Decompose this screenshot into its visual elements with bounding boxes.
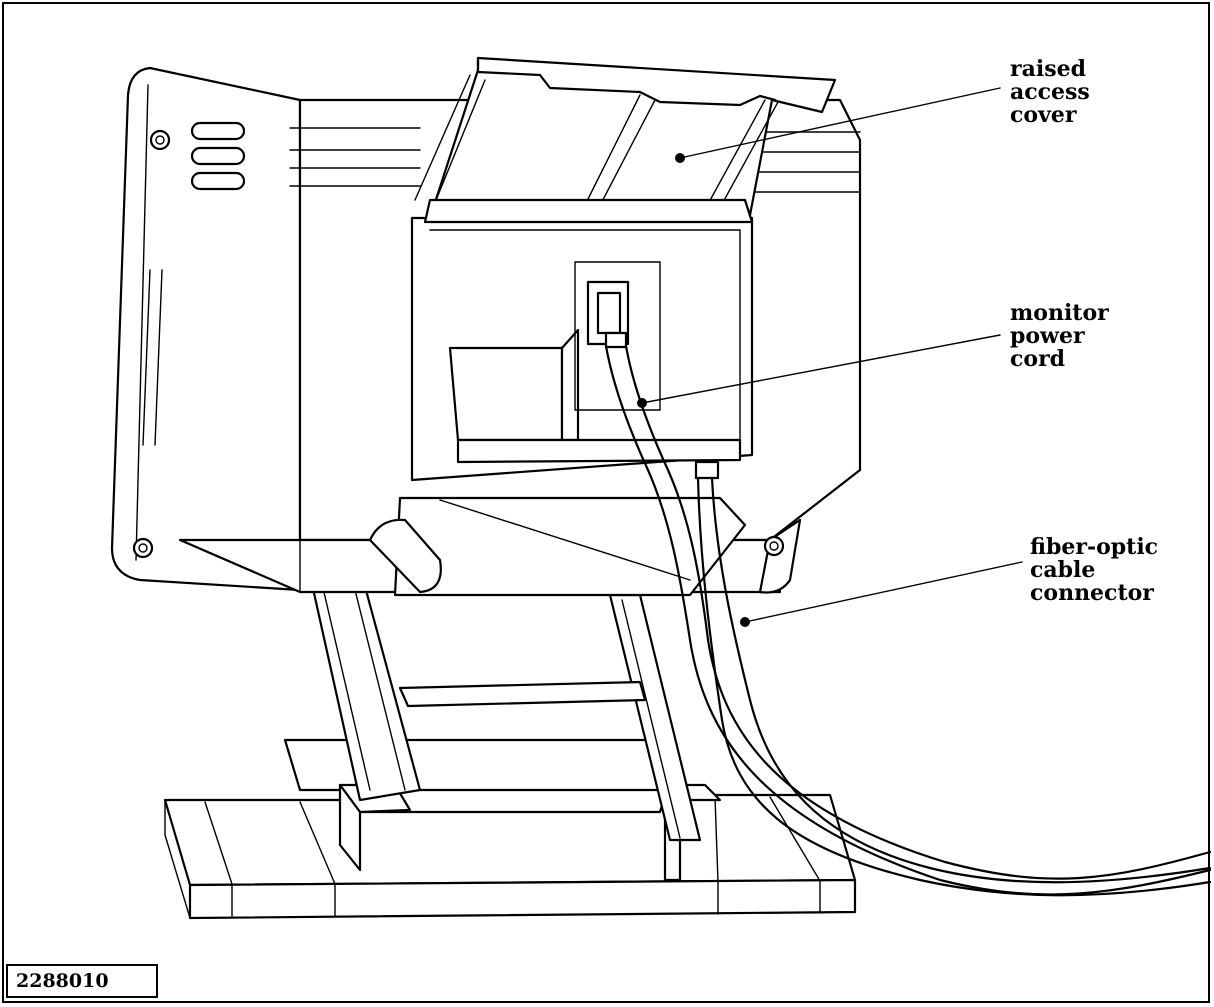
leader-lines	[637, 87, 1023, 627]
leader-line-access-cover	[679, 87, 1001, 159]
callout-fiber-optic: fiber-optic cable connector	[1030, 534, 1159, 606]
access-cover-panel	[414, 56, 837, 224]
leader-dot-power-cord	[637, 398, 647, 408]
leader-line-fiber-optic	[744, 561, 1023, 623]
stand-cradle	[368, 496, 747, 597]
stand-arms	[308, 566, 702, 842]
leader-dot-fiber-optic	[740, 617, 750, 627]
leader-line-power-cord	[641, 334, 1001, 404]
monitor-base	[163, 738, 857, 920]
callout-access-cover: raised access cover	[1010, 56, 1090, 128]
leader-dot-access-cover	[675, 153, 685, 163]
figure-number: 2288010	[6, 964, 158, 998]
cables	[604, 344, 1212, 897]
callout-power-cord: monitor power cord	[1010, 300, 1109, 372]
